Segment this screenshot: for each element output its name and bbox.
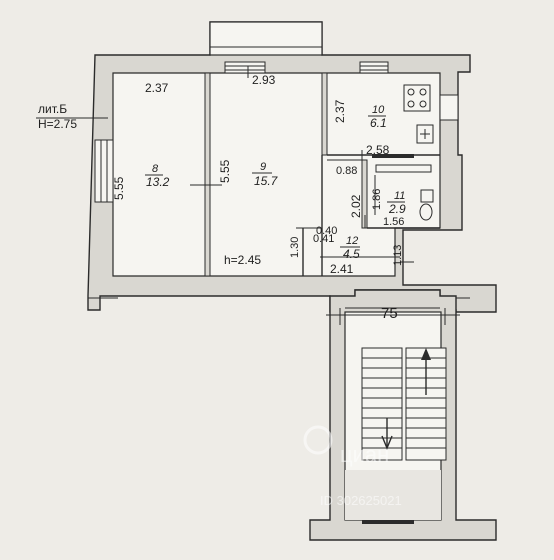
room12-area: 4.5	[343, 247, 360, 261]
building-liter-label: лит.Б	[38, 102, 67, 116]
partition-8-9	[204, 72, 211, 277]
dim-room9-length: 5.55	[218, 159, 232, 183]
window-room9	[224, 61, 266, 74]
room10-number: 10	[372, 104, 385, 116]
dim-stair-75: 75	[381, 305, 398, 322]
dimension-ticks	[36, 66, 470, 325]
dim-corridor-202: 2.02	[349, 194, 363, 218]
building-height-label: H=2.75	[38, 117, 77, 131]
dim-room10-width: 2.58	[366, 143, 390, 157]
stove-icon	[403, 84, 431, 112]
toilet-icon	[419, 203, 433, 221]
kitchen-door	[372, 154, 414, 158]
entrance-door	[362, 520, 414, 524]
room9-number: 9	[260, 161, 266, 173]
dim-room9-width: 2.93	[252, 73, 276, 87]
stair-down-arrow-icon	[381, 418, 393, 450]
room12-number: 12	[346, 235, 358, 247]
dim-bath-186: 1.86	[371, 189, 383, 210]
dim-hall-130: 1.30	[289, 237, 301, 258]
washbasin-icon	[420, 189, 434, 203]
dim-hall-041: 0.41	[313, 233, 334, 245]
dim-door-088: 0.88	[336, 165, 357, 177]
watermark-id: ID 302625021	[320, 493, 402, 508]
hall-height-label: h=2.45	[224, 253, 261, 267]
dim-bath-156: 1.56	[383, 216, 404, 228]
room8-area: 13.2	[146, 175, 170, 189]
dim-hall-113: 1.13	[392, 245, 404, 266]
room11-area: 2.9	[388, 202, 406, 216]
bathtub-icon	[375, 164, 432, 173]
room10-area: 6.1	[370, 116, 387, 130]
left-window	[94, 139, 114, 203]
room8-number: 8	[152, 163, 159, 175]
room9-area: 15.7	[254, 174, 279, 188]
partition-9-10	[321, 72, 328, 156]
dim-hall-040: 0.40	[316, 225, 337, 237]
room11-number: 11	[394, 190, 405, 202]
dim-room8-width: 2.37	[145, 81, 169, 95]
stair-flight-left	[361, 347, 403, 461]
dim-room8-length: 5.55	[112, 176, 126, 200]
dim-room10-length: 2.37	[333, 99, 347, 123]
watermark: циан ID 302625021	[303, 425, 402, 508]
right-window	[439, 94, 459, 121]
balcony	[209, 21, 323, 56]
stair-up-arrow-icon	[421, 348, 431, 395]
window-kitchen	[359, 61, 389, 74]
dim-hall-241: 2.41	[330, 262, 354, 276]
watermark-brand: циан	[340, 442, 389, 467]
